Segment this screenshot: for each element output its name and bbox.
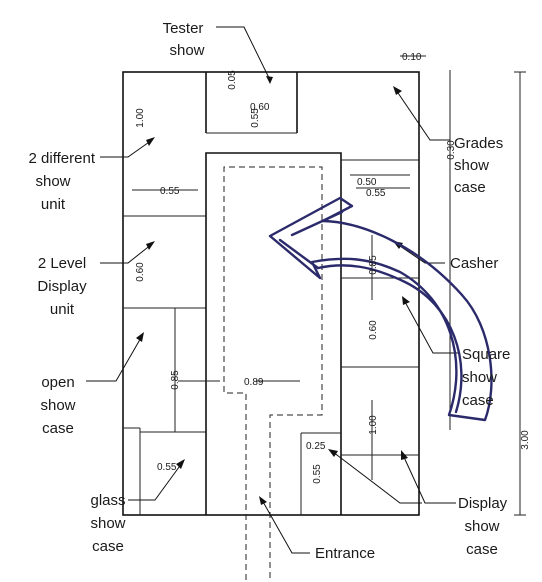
dim-055-right: 0.55	[366, 188, 386, 199]
label-level-line3: unit	[50, 301, 75, 318]
label-entrance: Entrance	[315, 545, 375, 562]
label-different-line2: show	[35, 173, 70, 190]
label-casher: Casher	[450, 255, 498, 272]
customer-flow-arrow	[268, 196, 493, 422]
label-display-line3: case	[466, 541, 498, 558]
dim-055-tester: 0.55	[250, 108, 261, 128]
label-square-line2: show	[462, 369, 497, 386]
dim-100-left: 1.00	[135, 108, 146, 128]
walkway-dashed	[223, 166, 323, 580]
dim-055-glass: 0.55	[157, 462, 177, 473]
label-display-line1: Display	[458, 495, 508, 512]
label-different-line3: unit	[41, 196, 66, 213]
label-level-line2: Display	[37, 278, 87, 295]
dim-100-right: 1.00	[368, 415, 379, 435]
dim-055-display: 0.55	[312, 464, 323, 484]
label-square-line3: case	[462, 392, 494, 409]
dim-060-top: 0.60	[250, 102, 270, 113]
label-open-line2: show	[40, 397, 75, 414]
label-square-line1: Square	[462, 346, 510, 363]
dim-089: 0.89	[244, 377, 264, 388]
dimension-texts: 0.10 0.05 0.60 0.55 1.00 0.55 0.50 0.55 …	[135, 52, 531, 484]
dim-025: 0.25	[306, 441, 326, 452]
dim-030: 0.30	[446, 140, 457, 160]
dim-010: 0.10	[402, 52, 422, 63]
label-level-line1: 2 Level	[38, 255, 86, 272]
dim-060-right: 0.60	[368, 320, 379, 340]
callout-labels: Tester show Grades show case 2 different…	[29, 20, 511, 562]
outer-walls	[122, 71, 420, 516]
dim-060-left: 0.60	[135, 262, 146, 282]
dim-085-right: 0.85	[368, 255, 379, 275]
interior-partitions	[123, 72, 419, 515]
label-grades-line1: Grades	[454, 135, 503, 152]
label-display-line2: show	[464, 518, 499, 535]
label-glass-line3: case	[92, 538, 124, 555]
label-open-line3: case	[42, 420, 74, 437]
label-tester-line2: show	[169, 42, 204, 59]
dim-300: 3.00	[520, 430, 531, 450]
label-different-line1: 2 different	[29, 150, 96, 167]
leader-lines	[86, 26, 460, 554]
label-grades-line3: case	[454, 179, 486, 196]
label-grades-line2: show	[454, 157, 489, 174]
dim-055-left: 0.55	[160, 186, 180, 197]
label-tester-line1: Tester	[163, 20, 204, 37]
dim-085-left: 0.85	[170, 370, 181, 390]
dimension-lines	[132, 70, 526, 516]
label-glass-line2: show	[90, 515, 125, 532]
dim-050: 0.50	[357, 177, 377, 188]
dim-005: 0.05	[227, 70, 238, 90]
label-open-line1: open	[41, 374, 74, 391]
label-glass-line1: glass	[90, 492, 125, 509]
